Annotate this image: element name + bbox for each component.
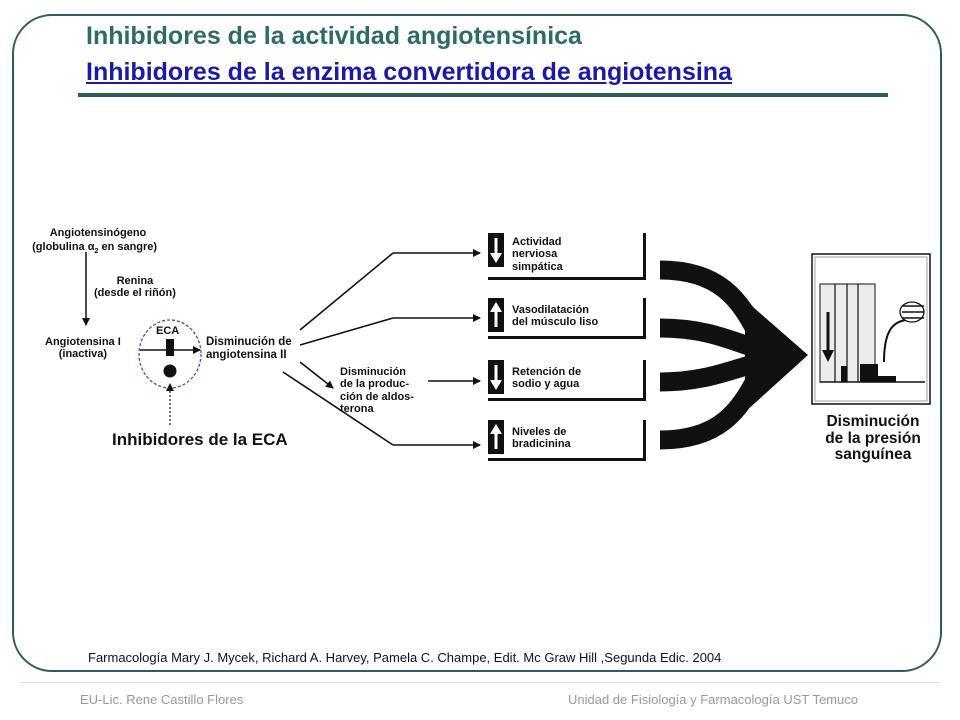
label-aldosterone: Disminución de la produc- ción de aldos-… bbox=[340, 366, 414, 415]
effect-box-bradykinin: Niveles de bradicinina bbox=[488, 420, 646, 461]
label-result: Disminución de la presión sanguínea bbox=[825, 413, 921, 464]
label-renin: Renina (desde el riñón) bbox=[94, 275, 176, 300]
down-arrow-icon bbox=[488, 360, 504, 394]
effect-text: Niveles de bradicinina bbox=[512, 426, 571, 451]
slide-title: Inhibidores de la actividad angiotensíni… bbox=[86, 22, 582, 50]
footer-left: EU-Lic. Rene Castillo Flores bbox=[80, 692, 244, 707]
slide-subtitle: Inhibidores de la enzima convertidora de… bbox=[86, 58, 732, 86]
label-eca: ECA bbox=[156, 325, 180, 337]
label-angiotensinogen: Angiotensinógeno bbox=[49, 227, 147, 240]
effect-box-vasodilation: Vasodilatación del músculo liso bbox=[488, 298, 646, 339]
arrow-to-vasodilation bbox=[299, 317, 394, 346]
effect-box-retention: Retención de sodio y agua bbox=[488, 360, 646, 401]
title-rule bbox=[78, 93, 888, 97]
effect-text: Retención de sodio y agua bbox=[512, 366, 582, 391]
eca-block bbox=[166, 339, 174, 356]
inhibit-symbol bbox=[163, 364, 177, 378]
sphygmomanometer-icon bbox=[811, 253, 931, 405]
down-arrow-icon bbox=[488, 233, 504, 267]
label-decrease-angiotensin2: Disminución de angiotensina II bbox=[206, 336, 292, 361]
footer-divider bbox=[20, 682, 940, 683]
arrow-to-sympathetic bbox=[299, 252, 394, 331]
effect-box-sympathetic: Actividad nerviosa simpática bbox=[488, 233, 646, 280]
up-arrow-icon bbox=[488, 298, 504, 332]
label-angiotensin1: Angiotensina I (inactiva) bbox=[45, 336, 121, 361]
up-arrow-icon bbox=[488, 420, 504, 454]
reference-text: Farmacología Mary J. Mycek, Richard A. H… bbox=[88, 650, 722, 665]
arrow-to-aldosterone bbox=[299, 361, 334, 389]
slide-frame bbox=[12, 14, 942, 672]
label-inhibitors-eca: Inhibidores de la ECA bbox=[112, 430, 288, 449]
arrow-to-bradykinin bbox=[282, 371, 394, 446]
label-angiotensinogen-note: (globulina α2 en sangre) bbox=[32, 241, 158, 256]
effect-text: Vasodilatación del músculo liso bbox=[512, 304, 599, 329]
big-arrow-head bbox=[745, 300, 808, 412]
effect-text: Actividad nerviosa simpática bbox=[512, 236, 563, 273]
footer-right: Unidad de Fisiología y Farmacología UST … bbox=[568, 692, 858, 707]
